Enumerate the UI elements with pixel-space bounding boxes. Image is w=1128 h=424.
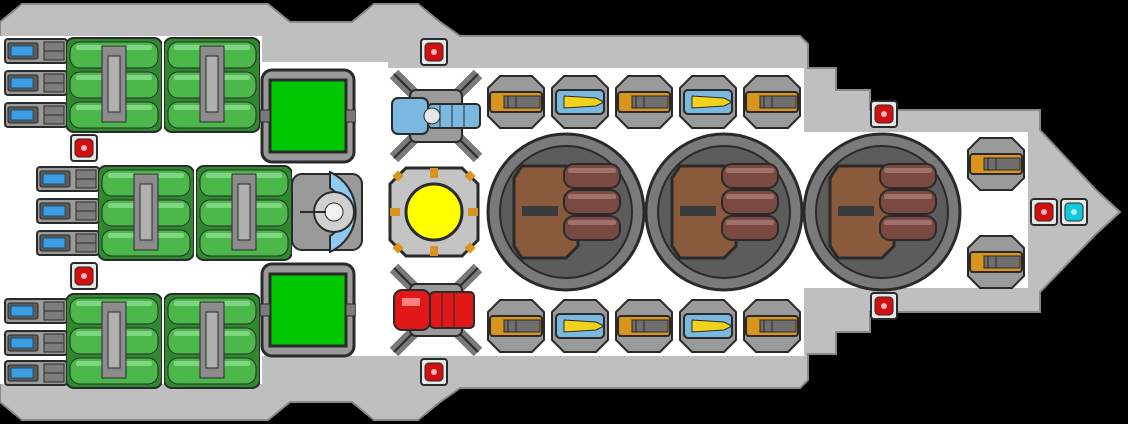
heavy-cannon[interactable] [644, 132, 804, 292]
cargo-pad[interactable] [260, 68, 356, 164]
shield-generator[interactable] [290, 164, 386, 260]
missile-launcher[interactable] [550, 296, 610, 356]
warning-light[interactable] [70, 262, 98, 290]
fuel-tank[interactable] [164, 292, 260, 390]
thruster[interactable] [4, 358, 68, 388]
small-gun[interactable] [614, 72, 674, 132]
nav-light[interactable] [1060, 198, 1088, 226]
ion-turret[interactable] [388, 68, 484, 164]
warning-light[interactable] [420, 358, 448, 386]
warning-light[interactable] [1030, 198, 1058, 226]
small-gun[interactable] [966, 134, 1026, 194]
small-gun[interactable] [966, 232, 1026, 292]
fuel-tank[interactable] [66, 36, 162, 134]
cargo-pad[interactable] [260, 262, 356, 358]
warning-light[interactable] [870, 100, 898, 128]
fuel-tank[interactable] [98, 164, 194, 262]
missile-launcher[interactable] [550, 72, 610, 132]
thruster[interactable] [4, 328, 68, 358]
thruster[interactable] [4, 100, 68, 130]
thruster[interactable] [4, 68, 68, 98]
warning-light[interactable] [420, 38, 448, 66]
small-gun[interactable] [486, 296, 546, 356]
fuel-tank[interactable] [66, 292, 162, 390]
warning-light[interactable] [70, 134, 98, 162]
small-gun[interactable] [614, 296, 674, 356]
laser-turret[interactable] [388, 262, 484, 358]
heavy-cannon[interactable] [802, 132, 962, 292]
thruster[interactable] [36, 228, 100, 258]
thruster[interactable] [36, 164, 100, 194]
thruster[interactable] [4, 296, 68, 326]
warning-light[interactable] [870, 292, 898, 320]
thruster[interactable] [36, 196, 100, 226]
heavy-cannon[interactable] [486, 132, 646, 292]
small-gun[interactable] [742, 296, 802, 356]
missile-launcher[interactable] [678, 296, 738, 356]
small-gun[interactable] [486, 72, 546, 132]
thruster[interactable] [4, 36, 68, 66]
small-gun[interactable] [742, 72, 802, 132]
reactor-core[interactable] [386, 164, 482, 260]
fuel-tank[interactable] [164, 36, 260, 134]
missile-launcher[interactable] [678, 72, 738, 132]
fuel-tank[interactable] [196, 164, 292, 262]
